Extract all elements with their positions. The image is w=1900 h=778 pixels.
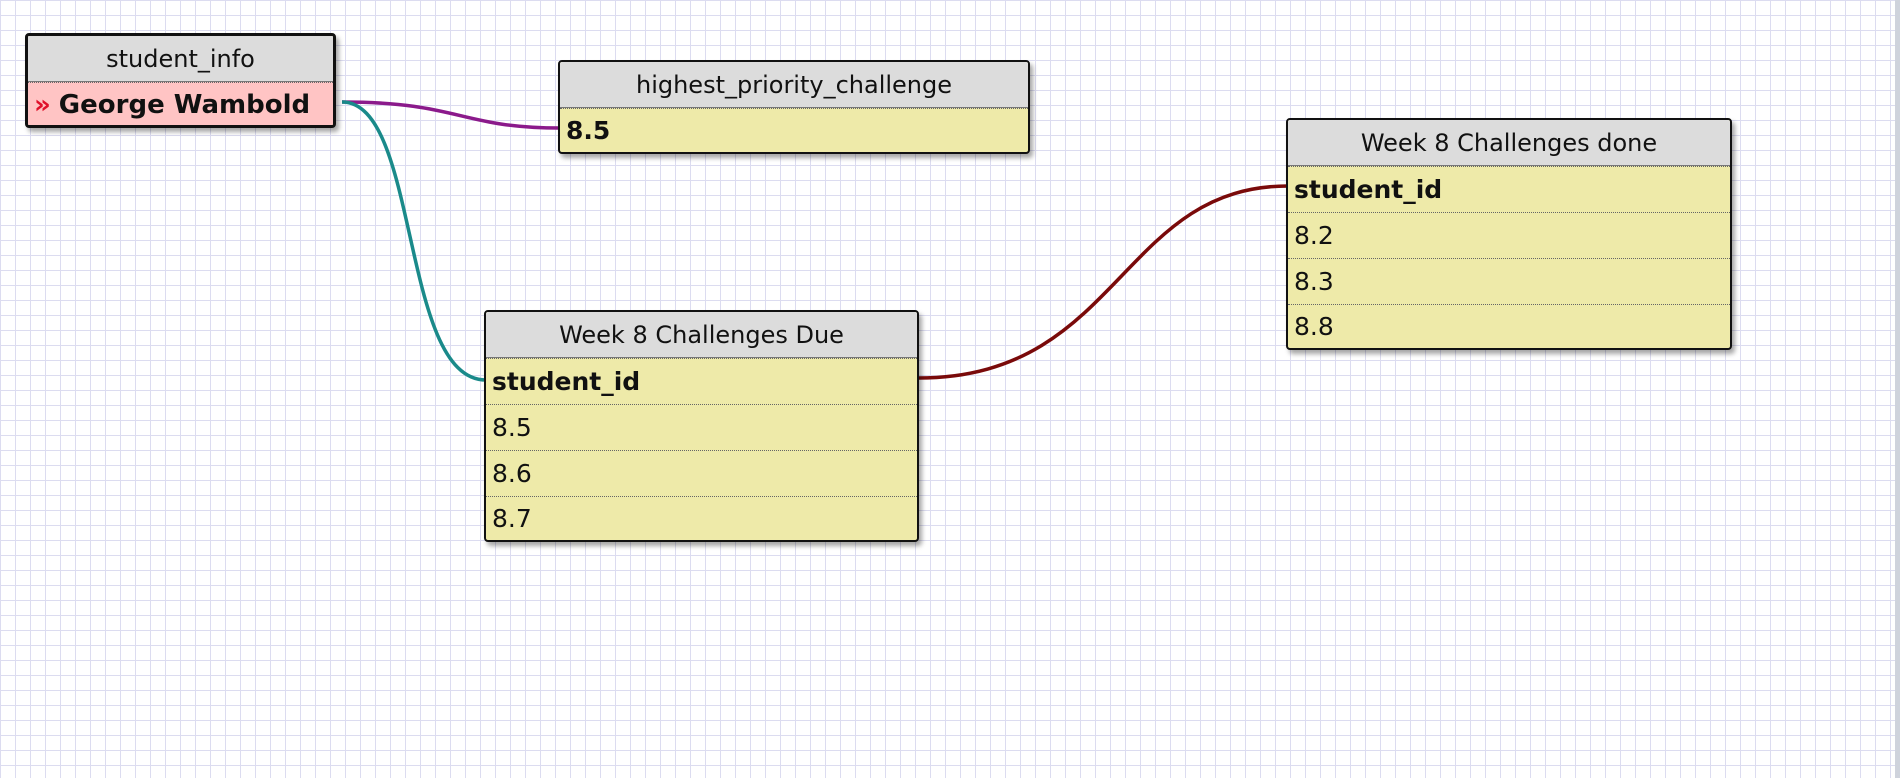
table-title: student_info (28, 36, 333, 82)
table-week8-challenges-done[interactable]: Week 8 Challenges done student_id 8.2 8.… (1286, 118, 1732, 350)
scrollbar-edge[interactable] (1895, 0, 1900, 778)
table-student-info[interactable]: student_info »George Wambold (25, 33, 336, 128)
table-highest-priority-challenge[interactable]: highest_priority_challenge 8.5 (558, 60, 1030, 154)
table-title: highest_priority_challenge (560, 62, 1028, 108)
table-title: Week 8 Challenges done (1288, 120, 1730, 166)
selection-marker-icon: » (34, 90, 51, 120)
table-row[interactable]: student_id (486, 358, 917, 404)
connector-due-to-done (917, 184, 1289, 380)
row-label: George Wambold (58, 90, 311, 120)
connector-student-to-due (341, 100, 487, 382)
table-week8-challenges-due[interactable]: Week 8 Challenges Due student_id 8.5 8.6… (484, 310, 919, 542)
table-row[interactable]: 8.7 (486, 496, 917, 540)
table-row[interactable]: 8.5 (560, 108, 1028, 152)
table-row[interactable]: student_id (1288, 166, 1730, 212)
table-row[interactable]: 8.8 (1288, 304, 1730, 348)
table-title: Week 8 Challenges Due (486, 312, 917, 358)
table-row[interactable]: 8.2 (1288, 212, 1730, 258)
table-row[interactable]: 8.5 (486, 404, 917, 450)
table-row[interactable]: 8.3 (1288, 258, 1730, 304)
table-row-student-name[interactable]: »George Wambold (28, 82, 333, 125)
connector-student-to-priority (341, 100, 561, 130)
table-row[interactable]: 8.6 (486, 450, 917, 496)
